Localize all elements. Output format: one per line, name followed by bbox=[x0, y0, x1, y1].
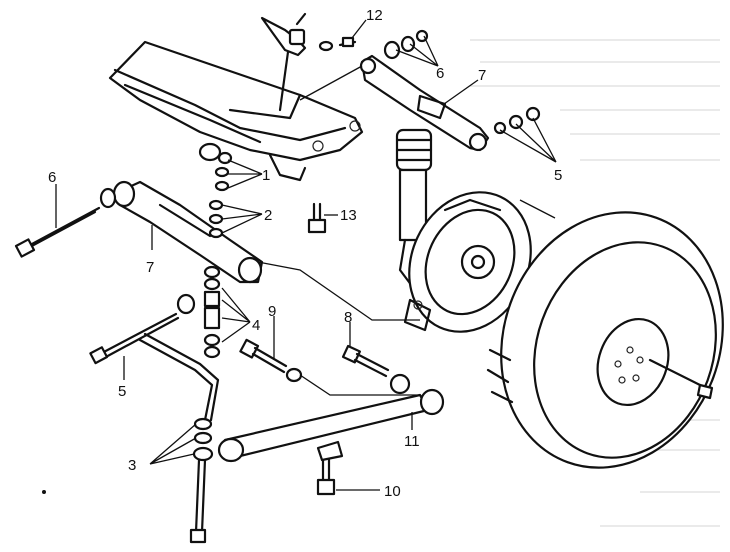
bolt-8 bbox=[341, 344, 411, 395]
bolt-9 bbox=[239, 338, 303, 383]
callout-4: 4 bbox=[252, 317, 260, 334]
callout-7-left: 7 bbox=[146, 259, 154, 276]
callout-7-upper: 7 bbox=[478, 67, 486, 84]
callout-6-left: 6 bbox=[48, 169, 56, 186]
callout-1: 1 bbox=[262, 167, 270, 184]
stabilizer-rod bbox=[138, 332, 220, 422]
bolt-6-left bbox=[14, 206, 101, 258]
bolt-13 bbox=[307, 202, 327, 234]
callout-12: 12 bbox=[366, 7, 383, 24]
road-wheel bbox=[486, 211, 724, 469]
callout-5-upper: 5 bbox=[554, 167, 562, 184]
hub-carrier bbox=[403, 191, 532, 333]
lower-bush-stack bbox=[176, 265, 221, 359]
vertical-link-bolt bbox=[189, 417, 214, 544]
upper-lateral-link bbox=[359, 29, 541, 152]
background-text-bleed bbox=[470, 39, 720, 527]
callout-11: 11 bbox=[404, 433, 420, 450]
callout-13: 13 bbox=[340, 207, 357, 224]
lower-lateral-link bbox=[217, 388, 445, 463]
callout-6-upper: 6 bbox=[436, 65, 444, 82]
callout-leaders bbox=[55, 19, 557, 491]
stray-dot bbox=[42, 490, 46, 494]
assembly-lines bbox=[257, 65, 556, 396]
bolt-10 bbox=[316, 453, 336, 496]
strut-assembly bbox=[395, 128, 442, 292]
callout-3: 3 bbox=[128, 457, 136, 474]
bolt-5-lower bbox=[89, 312, 180, 365]
bush-bracket-stack bbox=[198, 142, 233, 239]
upper-mount-bracket bbox=[260, 12, 357, 112]
callout-10: 10 bbox=[384, 483, 401, 500]
subframe-crossmember bbox=[108, 40, 364, 182]
callout-9: 9 bbox=[268, 303, 276, 320]
callout-8: 8 bbox=[344, 309, 352, 326]
callout-2: 2 bbox=[264, 207, 272, 224]
lower-control-arm bbox=[99, 180, 264, 284]
callout-5-lower: 5 bbox=[118, 383, 126, 400]
